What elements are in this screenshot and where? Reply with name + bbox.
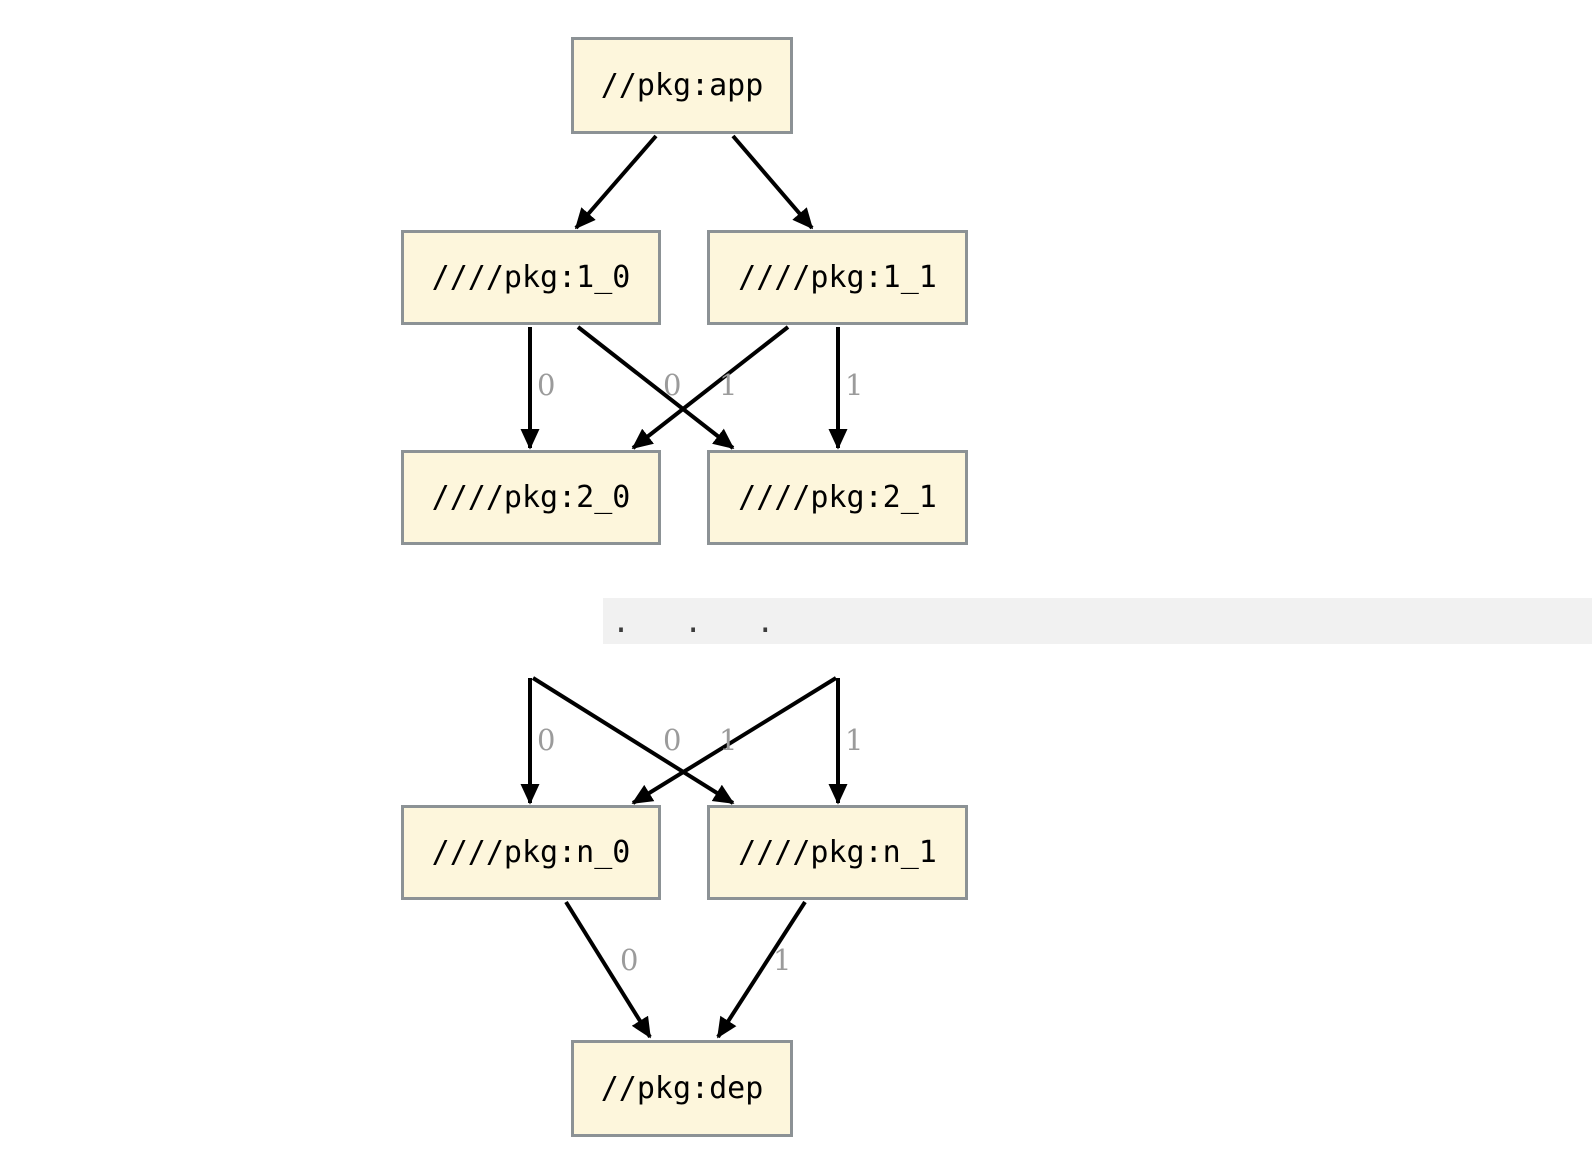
node-label: ////pkg:2_0 <box>431 479 631 515</box>
ellipsis-dots: . . . <box>612 605 793 640</box>
node-n2_1[interactable]: ////pkg:2_1 <box>707 450 968 545</box>
edge-e-x-n_1 <box>531 676 735 805</box>
node-label: ////pkg:2_1 <box>738 479 937 515</box>
edge-label-e-x-n_1: 0 <box>663 723 682 757</box>
edge-label-e-n_0-dep: 0 <box>620 943 639 977</box>
edge-e-app-1_1 <box>731 134 814 230</box>
edge-label-e-1_0-2_0: 0 <box>537 368 556 402</box>
node-label: //pkg:dep <box>600 1070 764 1106</box>
edge-label-e-x-n_0: 0 <box>537 723 556 757</box>
edge-label-e-1_1-2_1: 1 <box>845 368 864 402</box>
edge-e-1_0-2_1 <box>576 325 735 450</box>
node-label: ////pkg:n_0 <box>431 834 631 870</box>
edge-e-y-n_0 <box>631 676 838 805</box>
edge-e-n_0-dep <box>564 900 652 1039</box>
edge-label-e-1_0-2_1: 0 <box>663 368 682 402</box>
edge-label-e-y-n_1: 1 <box>845 723 864 757</box>
node-label: ////pkg:1_0 <box>431 259 631 295</box>
node-label: ////pkg:1_1 <box>738 259 937 295</box>
ellipsis-band: . . . <box>603 598 1592 644</box>
node-nn_1[interactable]: ////pkg:n_1 <box>707 805 968 900</box>
node-nn_0[interactable]: ////pkg:n_0 <box>401 805 661 900</box>
edge-label-e-y-n_0: 1 <box>719 723 738 757</box>
node-n2_0[interactable]: ////pkg:2_0 <box>401 450 661 545</box>
node-dep[interactable]: //pkg:dep <box>571 1040 793 1137</box>
edge-label-e-n_1-dep: 1 <box>773 943 792 977</box>
edge-label-e-1_1-2_0: 1 <box>719 368 738 402</box>
node-n1_0[interactable]: ////pkg:1_0 <box>401 230 661 325</box>
node-app[interactable]: //pkg:app <box>571 37 793 134</box>
edge-e-n_1-dep <box>716 900 807 1039</box>
node-label: ////pkg:n_1 <box>738 834 937 870</box>
node-label: //pkg:app <box>600 67 764 103</box>
edge-e-1_1-2_0 <box>631 325 790 450</box>
edge-e-app-1_0 <box>574 134 658 230</box>
node-n1_1[interactable]: ////pkg:1_1 <box>707 230 968 325</box>
